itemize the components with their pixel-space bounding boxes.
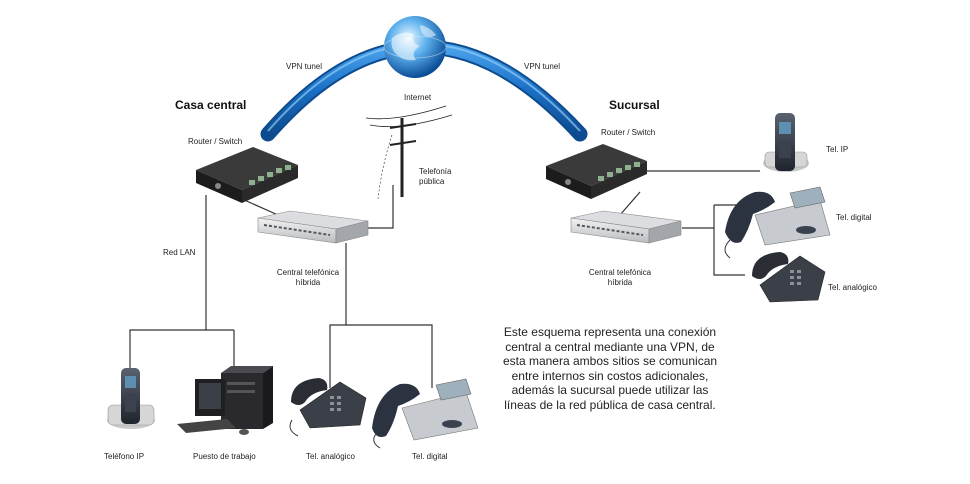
internet-label: Internet: [404, 93, 432, 102]
digital-phone-branch-icon: [724, 186, 831, 259]
analog-phone-branch-icon: [752, 252, 826, 303]
description-text: Este esquema representa una conexión cen…: [502, 325, 718, 412]
vpn-label-right: VPN tunel: [524, 62, 561, 71]
analog-phone-central-icon: [289, 378, 367, 437]
workstation-icon: [177, 366, 273, 435]
router-switch-central: [196, 147, 298, 203]
site-title-central: Casa central: [175, 98, 247, 112]
pbx-label-central-line2: híbrida: [295, 278, 321, 287]
internet-globe-icon: [383, 16, 447, 78]
utility-pole-icon: [365, 105, 453, 200]
vpn-label-left: VPN tunel: [286, 62, 323, 71]
pbx-label-central: Central telefónica híbrida: [262, 268, 354, 288]
tel-digital-branch-label: Tel. digital: [836, 213, 872, 222]
pbx-label-branch: Central telefónica híbrida: [574, 268, 666, 288]
pbx-label-central-line1: Central telefónica: [276, 268, 340, 277]
router-label-branch: Router / Switch: [601, 128, 656, 137]
pbx-central: [257, 210, 369, 244]
router-label-central: Router / Switch: [188, 137, 243, 146]
connection-lines: [129, 170, 760, 388]
digital-phone-central-icon: [372, 378, 479, 449]
tel-analog-branch-label: Tel. analógico: [828, 283, 877, 292]
ip-phone-central-icon: [107, 368, 155, 429]
ip-phone-branch-icon: [763, 113, 809, 172]
workstation-label: Puesto de trabajo: [193, 452, 256, 461]
ip-phone-central-label: Teléfono IP: [104, 452, 145, 461]
tel-digital-central-label: Tel. digital: [412, 452, 448, 461]
tel-analog-central-label: Tel. analógico: [306, 452, 355, 461]
site-title-branch: Sucursal: [609, 98, 660, 112]
tel-ip-branch-label: Tel. IP: [826, 145, 849, 154]
router-switch-branch: [546, 144, 647, 199]
pbx-label-branch-line2: híbrida: [607, 278, 633, 287]
public-telephony-line2: pública: [419, 177, 445, 186]
public-telephony-line1: Telefonía: [419, 167, 452, 176]
lan-label: Red LAN: [163, 248, 196, 257]
public-telephony-label: Telefonía pública: [419, 167, 451, 187]
pbx-label-branch-line1: Central telefónica: [588, 268, 652, 277]
pbx-branch: [570, 210, 682, 244]
